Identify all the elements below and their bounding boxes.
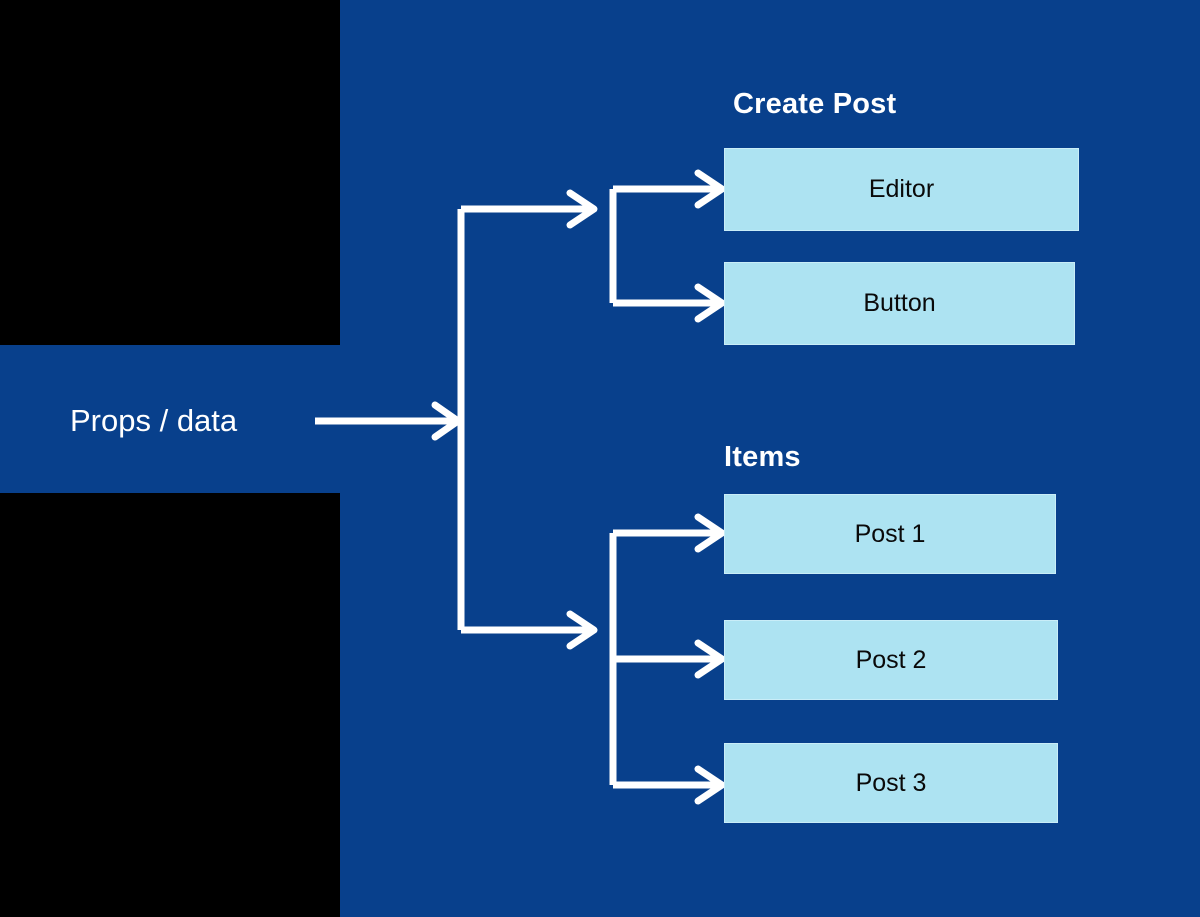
node-box-post-2: Post 2	[724, 620, 1058, 700]
source-panel-background	[0, 345, 341, 493]
group-heading-create-post: Create Post	[733, 88, 897, 120]
node-box-button: Button	[724, 262, 1075, 345]
node-box-post-1: Post 1	[724, 494, 1056, 574]
node-box-post-3: Post 3	[724, 743, 1058, 823]
node-box-editor: Editor	[724, 148, 1079, 231]
source-node-label: Props / data	[70, 403, 238, 438]
group-heading-items: Items	[724, 441, 801, 473]
